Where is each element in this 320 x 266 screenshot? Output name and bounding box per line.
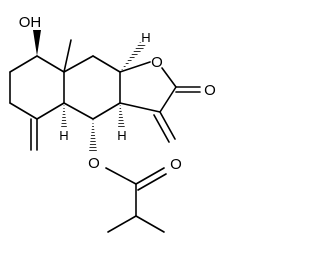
bond-c8a-c8	[36, 55, 65, 73]
molecule-structure: OH O O O O H H H	[9, 14, 216, 233]
label-ring-oxygen: O	[151, 54, 163, 71]
bond-ch-me2	[135, 215, 165, 233]
label-h-lactone-junction: H	[117, 128, 126, 143]
label-ester-oxygen: O	[88, 155, 100, 172]
bond-ch-me1	[107, 215, 137, 233]
bond-c3-c3a	[119, 102, 161, 113]
bond-c8-c7	[9, 55, 38, 73]
bond-c6-c5	[9, 102, 38, 120]
bond-c9-c9a	[92, 55, 121, 73]
label-hydroxyl: OH	[19, 14, 42, 31]
bond-c2-c3	[159, 86, 177, 113]
bond-c3-methylene	[159, 111, 176, 140]
bond-methyl	[63, 39, 72, 73]
bond-c8a-c9	[63, 55, 94, 73]
label-h-lactone-top: H	[141, 30, 150, 45]
hash-h-lactone-top	[120, 42, 146, 72]
hash-ester-bond	[89, 119, 97, 152]
bond-c3-methylene-2	[153, 114, 170, 143]
bond-ester-carbonyl	[135, 167, 165, 185]
bond-c5-c4a	[36, 102, 65, 120]
hash-h-ring-junction	[61, 103, 67, 128]
bond-o1-c2	[161, 67, 177, 88]
bond-c3a-c4	[92, 102, 121, 120]
label-h-ring-junction: H	[59, 128, 68, 143]
label-lactone-carbonyl-oxygen: O	[204, 82, 216, 99]
label-ester-carbonyl-oxygen: O	[170, 156, 182, 173]
hash-h-lactone-junction	[118, 103, 125, 128]
bond-c9a-o1	[119, 61, 151, 73]
bond-ester-carbonyl-2	[137, 173, 167, 191]
bond-o-ester-c	[105, 167, 137, 185]
wedge-oh	[33, 30, 41, 56]
bond-c4-c4a	[63, 102, 94, 120]
